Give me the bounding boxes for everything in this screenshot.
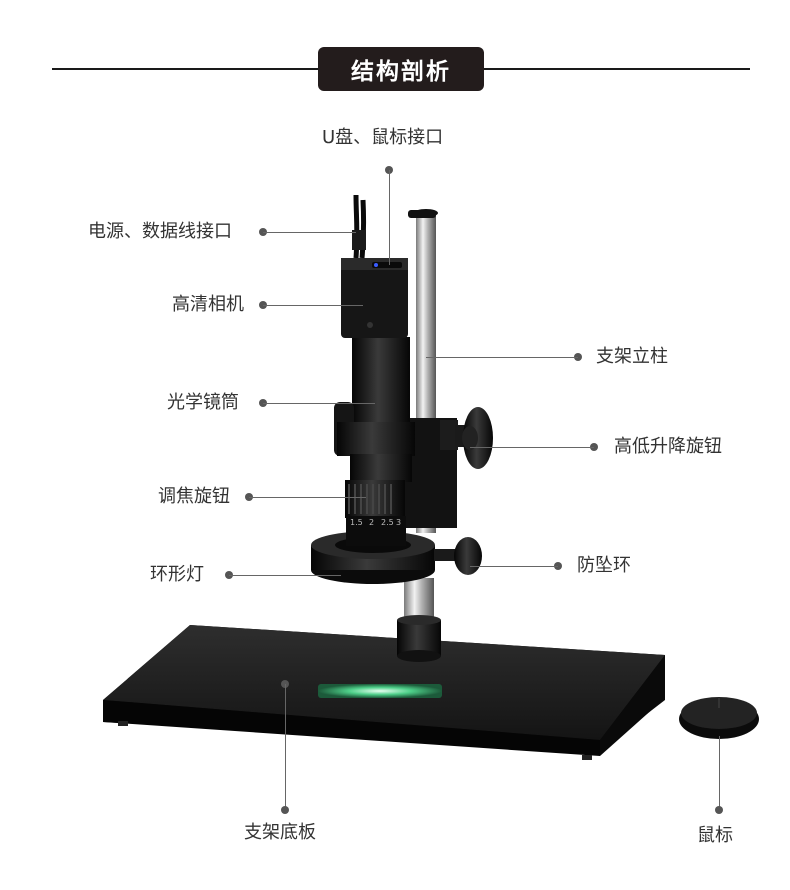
lens-scale-2: 2 [369, 518, 375, 527]
leader-dot [554, 562, 562, 570]
anti-fall-knob [434, 537, 482, 575]
leader-dot [574, 353, 582, 361]
cables [352, 194, 367, 259]
leader-line [263, 305, 363, 306]
leader-line [470, 566, 558, 567]
page-title: 结构剖析 [318, 47, 484, 91]
leader-line [389, 170, 390, 265]
camera-body [341, 258, 408, 338]
label-anti-fall-ring: 防坠环 [577, 555, 631, 576]
label-base-plate: 支架底板 [244, 822, 316, 843]
leader-line [263, 232, 356, 233]
label-ring-light: 环形灯 [150, 564, 204, 585]
label-support-pillar: 支架立柱 [596, 346, 668, 367]
lens-scale-3: 2.5 [381, 518, 394, 527]
leader-line [263, 403, 375, 404]
label-power-port: 电源、数据线接口 [88, 221, 232, 242]
leader-line [426, 357, 578, 358]
leader-dot [715, 806, 723, 814]
lens-tube [334, 337, 415, 546]
stage-glow [318, 684, 442, 698]
lens-scale-4: 3 [396, 518, 402, 527]
label-lift-knob: 高低升降旋钮 [614, 436, 722, 457]
leader-dot [590, 443, 598, 451]
leader-dot [281, 806, 289, 814]
lower-pillar [397, 578, 441, 662]
leader-line [719, 736, 720, 809]
label-mouse: 鼠标 [697, 825, 733, 846]
leader-line [285, 684, 286, 809]
label-lens-tube: 光学镜筒 [167, 392, 239, 413]
label-usb-port: U盘、鼠标接口 [322, 127, 444, 148]
label-focus-knob: 调焦旋钮 [158, 486, 230, 507]
lens-scale-1: 1.5 [350, 518, 363, 527]
label-hd-camera: 高清相机 [172, 294, 244, 315]
lift-knob [455, 407, 493, 469]
base-plate [103, 625, 665, 760]
leader-line [229, 575, 341, 576]
leader-line [470, 447, 594, 448]
leader-line [249, 497, 366, 498]
mouse-illustration [679, 697, 759, 739]
